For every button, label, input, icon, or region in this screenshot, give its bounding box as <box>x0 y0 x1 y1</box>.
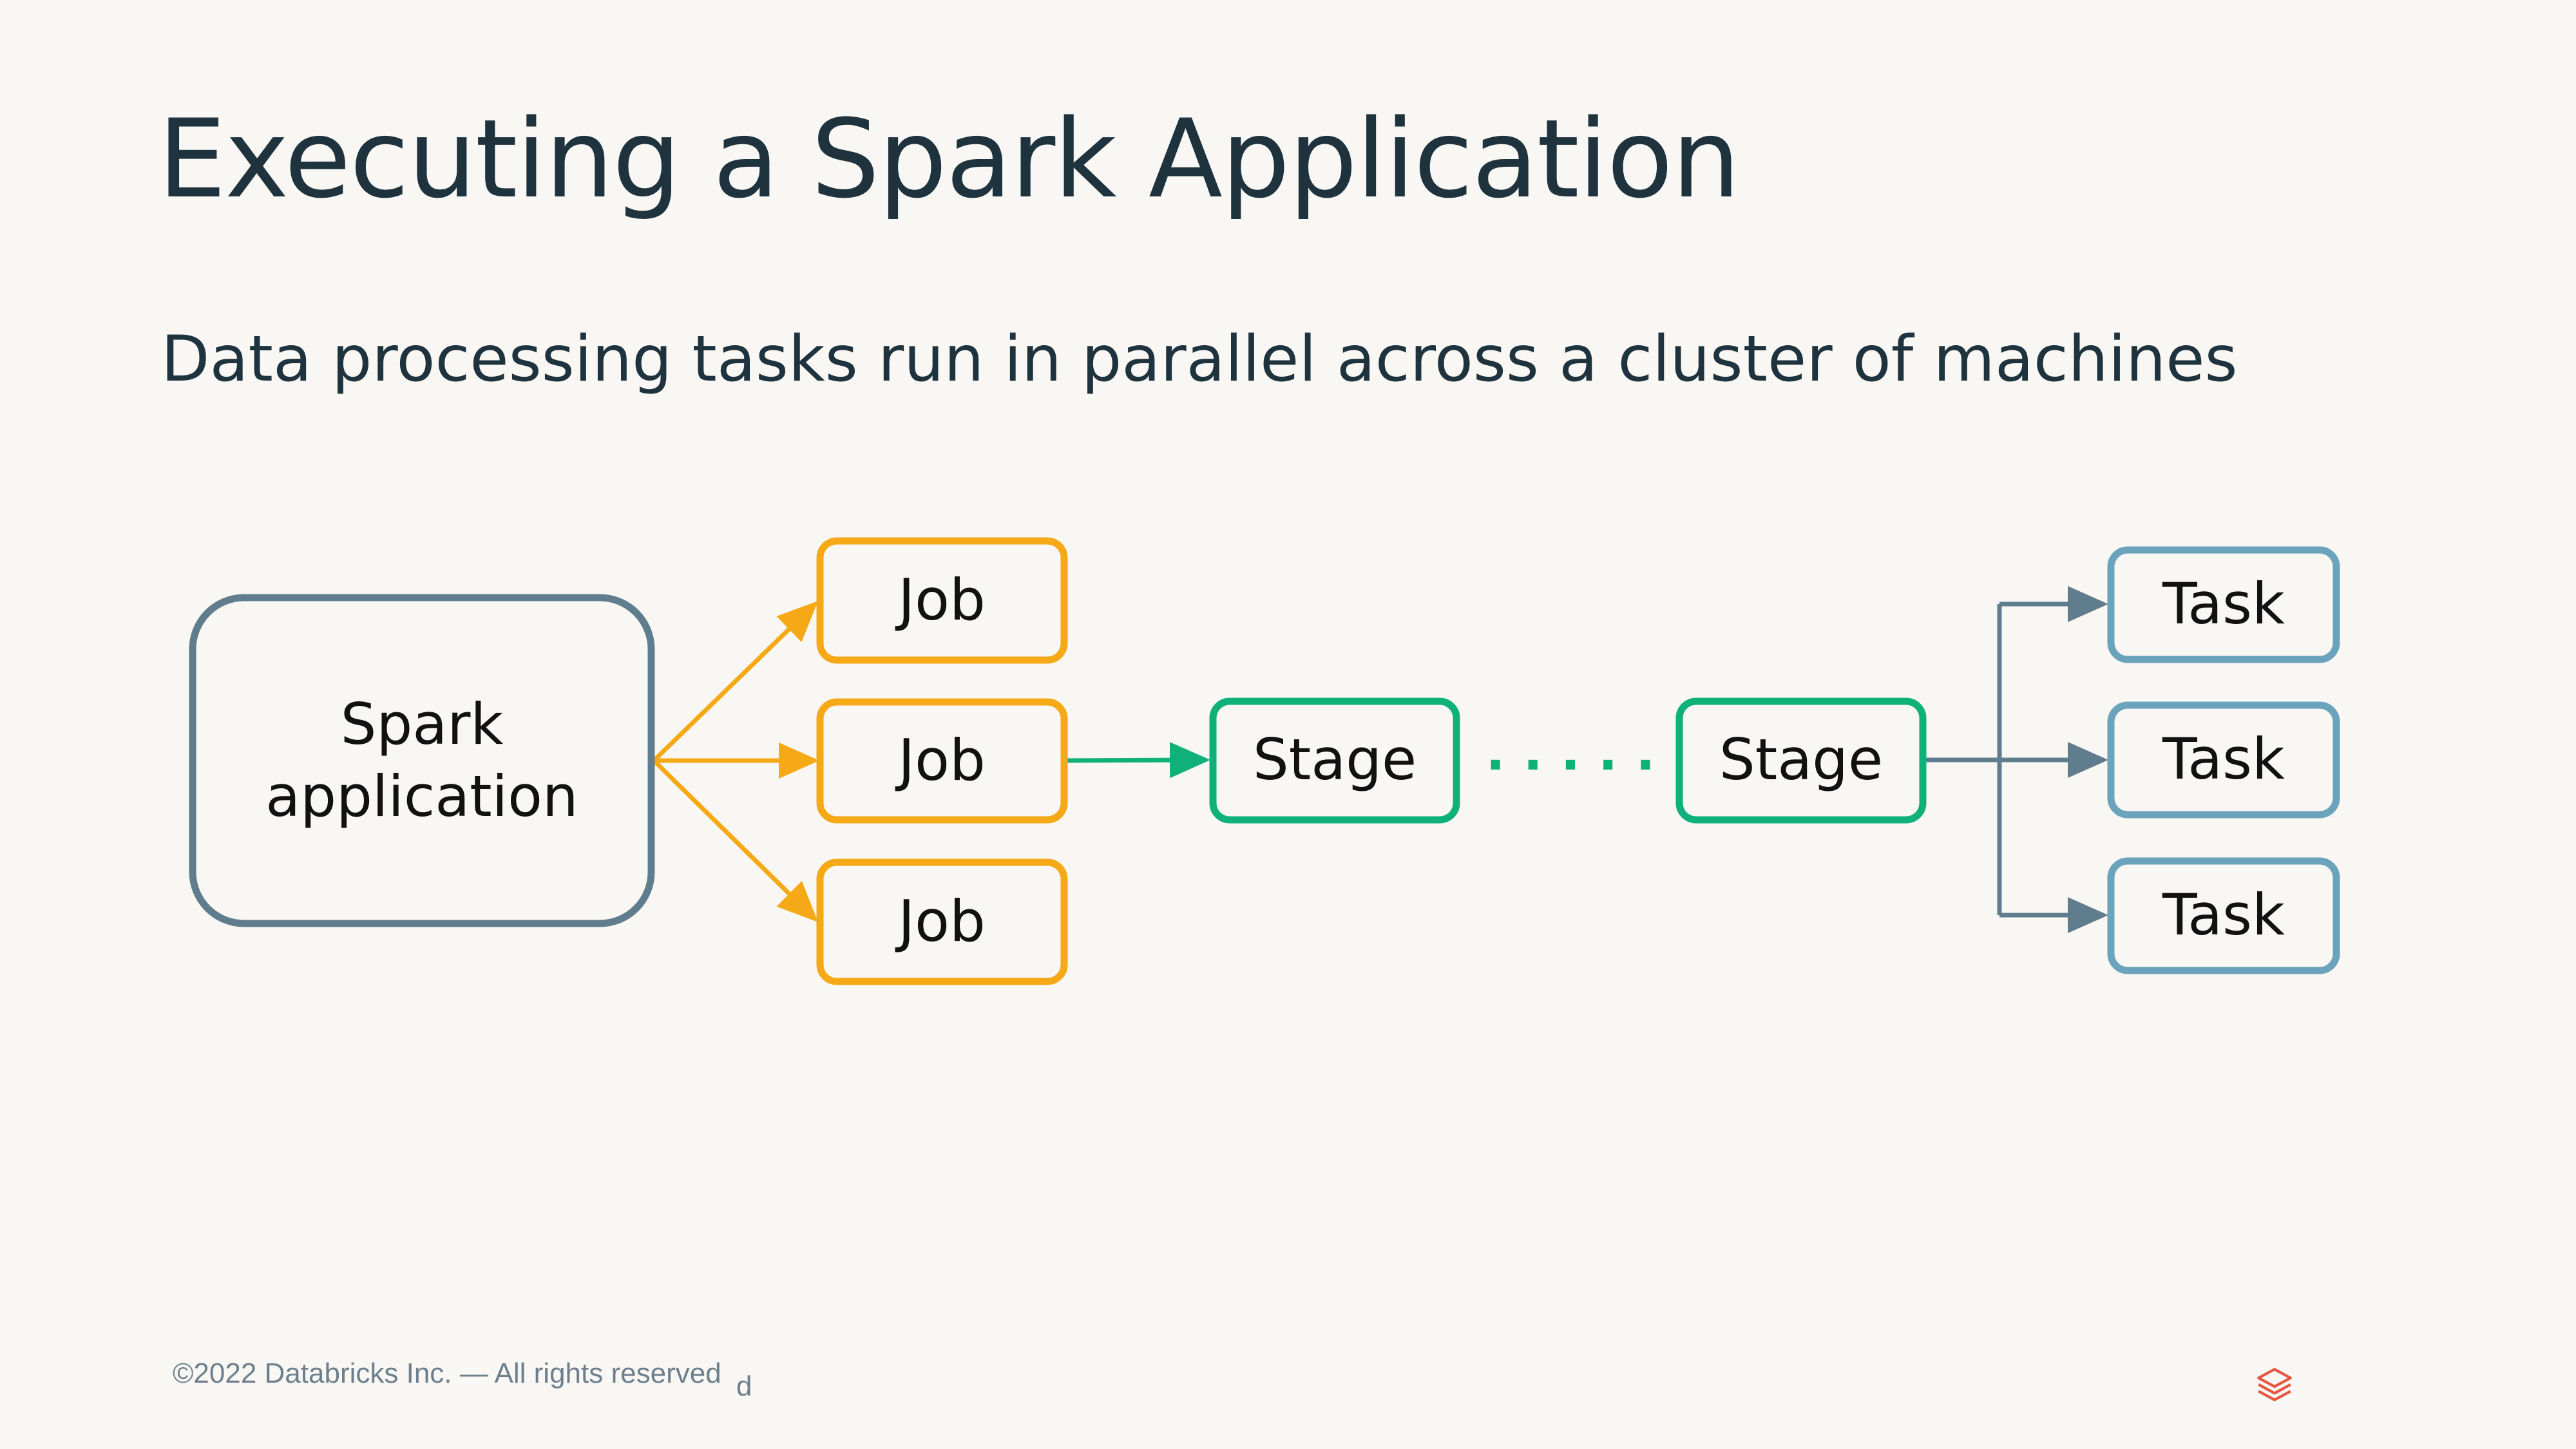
stage-label: Stage <box>1253 726 1417 793</box>
spark-application-label-line2: application <box>265 763 578 829</box>
ellipsis-dots: . . . . . <box>1485 722 1655 782</box>
databricks-layers-icon <box>2257 1368 2292 1401</box>
stage-node-2: Stage <box>1675 697 1927 824</box>
task-label: Task <box>2162 726 2285 792</box>
task-label: Task <box>2162 882 2285 948</box>
spark-application-label-line1: Spark <box>341 691 504 757</box>
footer-copyright: ©2022 Databricks Inc. — All rights reser… <box>173 1358 721 1389</box>
task-node-2: Task <box>2107 701 2340 819</box>
slide-title: Executing a Spark Application <box>158 96 1741 222</box>
footer-mark: d <box>736 1370 752 1402</box>
job-node-3: Job <box>816 858 1068 985</box>
job-node-2: Job <box>816 698 1068 824</box>
stage-node-1: Stage <box>1209 697 1460 824</box>
task-label: Task <box>2162 571 2285 637</box>
arrow-job-to-stage <box>1064 742 1210 779</box>
slide-subtitle: Data processing tasks run in parallel ac… <box>161 323 2238 396</box>
job-node-1: Job <box>816 537 1068 664</box>
spark-application-node: Spark application <box>189 594 655 927</box>
job-label: Job <box>895 567 986 633</box>
task-node-3: Task <box>2107 857 2340 974</box>
job-label: Job <box>895 888 986 954</box>
stage-label: Stage <box>1719 726 1883 793</box>
task-node-1: Task <box>2107 546 2340 663</box>
arrow-app-to-job-3 <box>652 759 818 922</box>
arrow-app-to-job-1 <box>652 601 819 762</box>
job-label: Job <box>895 727 986 793</box>
